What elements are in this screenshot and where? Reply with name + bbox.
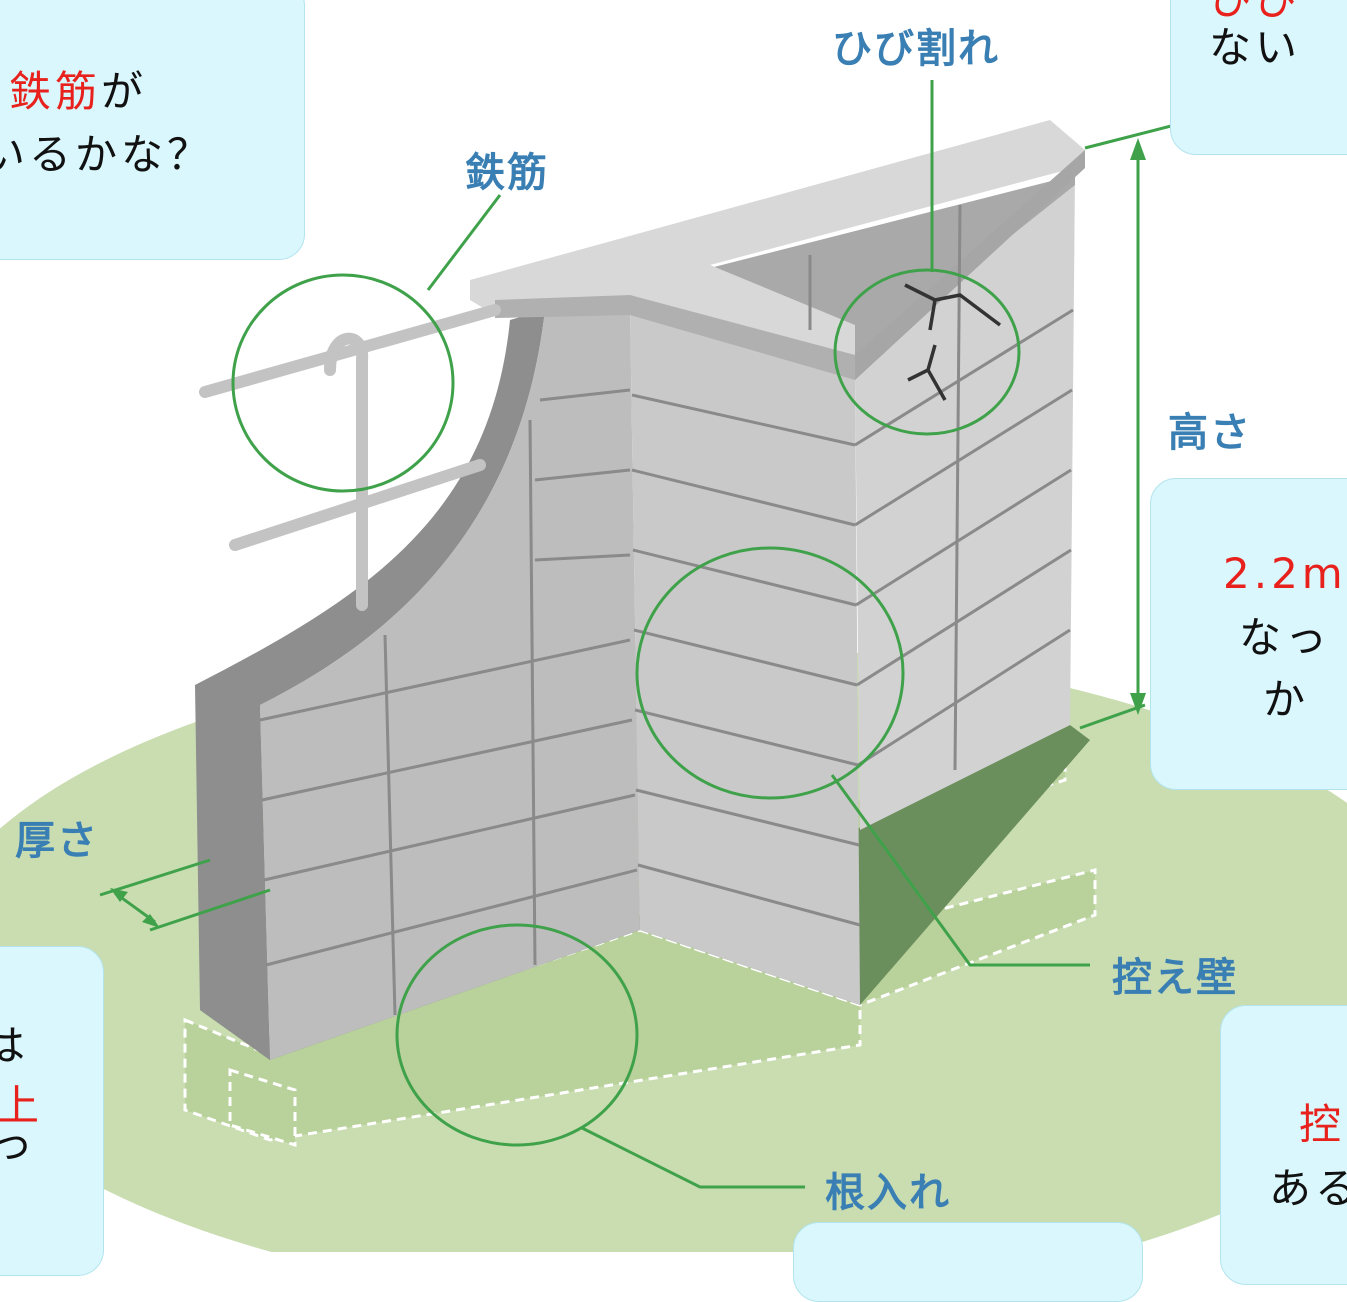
height-dimension: [1079, 123, 1176, 730]
callout-top-left-emphasis: 鉄筋: [9, 67, 102, 116]
highlight-circles: [231, 268, 1021, 1147]
crack-circle: [833, 268, 1021, 436]
buttress-circle: [635, 546, 905, 800]
thickness-label: 厚さ: [15, 818, 99, 864]
callout-middle-right-text2: か: [1263, 675, 1310, 724]
rebar-circle: [231, 273, 455, 493]
block-wall-diagram: [0, 80, 1347, 1252]
wall-thickness-face: [195, 310, 545, 1060]
wall-base: [200, 725, 1090, 1060]
callout-bottom-right-text: ある: [1269, 1164, 1347, 1213]
callout-bottom-left-emphasis: 上: [0, 1081, 44, 1130]
rebar-graphic: [199, 304, 501, 611]
callout-top-left: 鉄筋が いるかな？: [0, 0, 305, 260]
crack-lines: [904, 283, 1002, 401]
callout-top-left-text2: いるかな？: [0, 130, 214, 179]
thickness-dimension: [99, 858, 271, 932]
callout-bottom-left: は 上 っ: [0, 946, 104, 1276]
buttress-label: 控え壁: [1112, 955, 1238, 1001]
crack-label: ひび割れ: [832, 26, 1000, 72]
height-label: 高さ: [1168, 410, 1252, 456]
callout-bottom-center: [793, 1222, 1143, 1302]
rebar-label: 鉄筋: [465, 150, 549, 196]
callout-middle-right-text1: なっ: [1239, 613, 1332, 662]
callout-bottom-right: 控 ある: [1220, 1005, 1347, 1285]
callout-top-right-text: ない: [1209, 23, 1302, 72]
callout-bottom-right-emphasis: 控: [1299, 1100, 1346, 1149]
block-joints: [259, 204, 1074, 1016]
callout-bottom-left-text2: っ: [0, 1115, 37, 1173]
embedment-circle: [395, 923, 639, 1147]
leader-lines: [426, 80, 1090, 1189]
callout-top-right: ひび ない: [1170, 0, 1347, 155]
callout-middle-right-emphasis: 2.2m: [1223, 549, 1347, 598]
back-wall-face: [855, 175, 1075, 830]
wall-front-face: [260, 310, 640, 1060]
callout-bottom-left-text1: は: [0, 1017, 29, 1075]
callout-top-right-emphasis: ひび: [1209, 0, 1301, 29]
coping-edge-right: [855, 150, 1085, 380]
coping-edge: [495, 295, 855, 380]
embedment-label: 根入れ: [825, 1170, 951, 1216]
callout-top-left-text1: が: [101, 67, 148, 116]
callout-middle-right: 2.2m なっ か: [1150, 478, 1347, 790]
